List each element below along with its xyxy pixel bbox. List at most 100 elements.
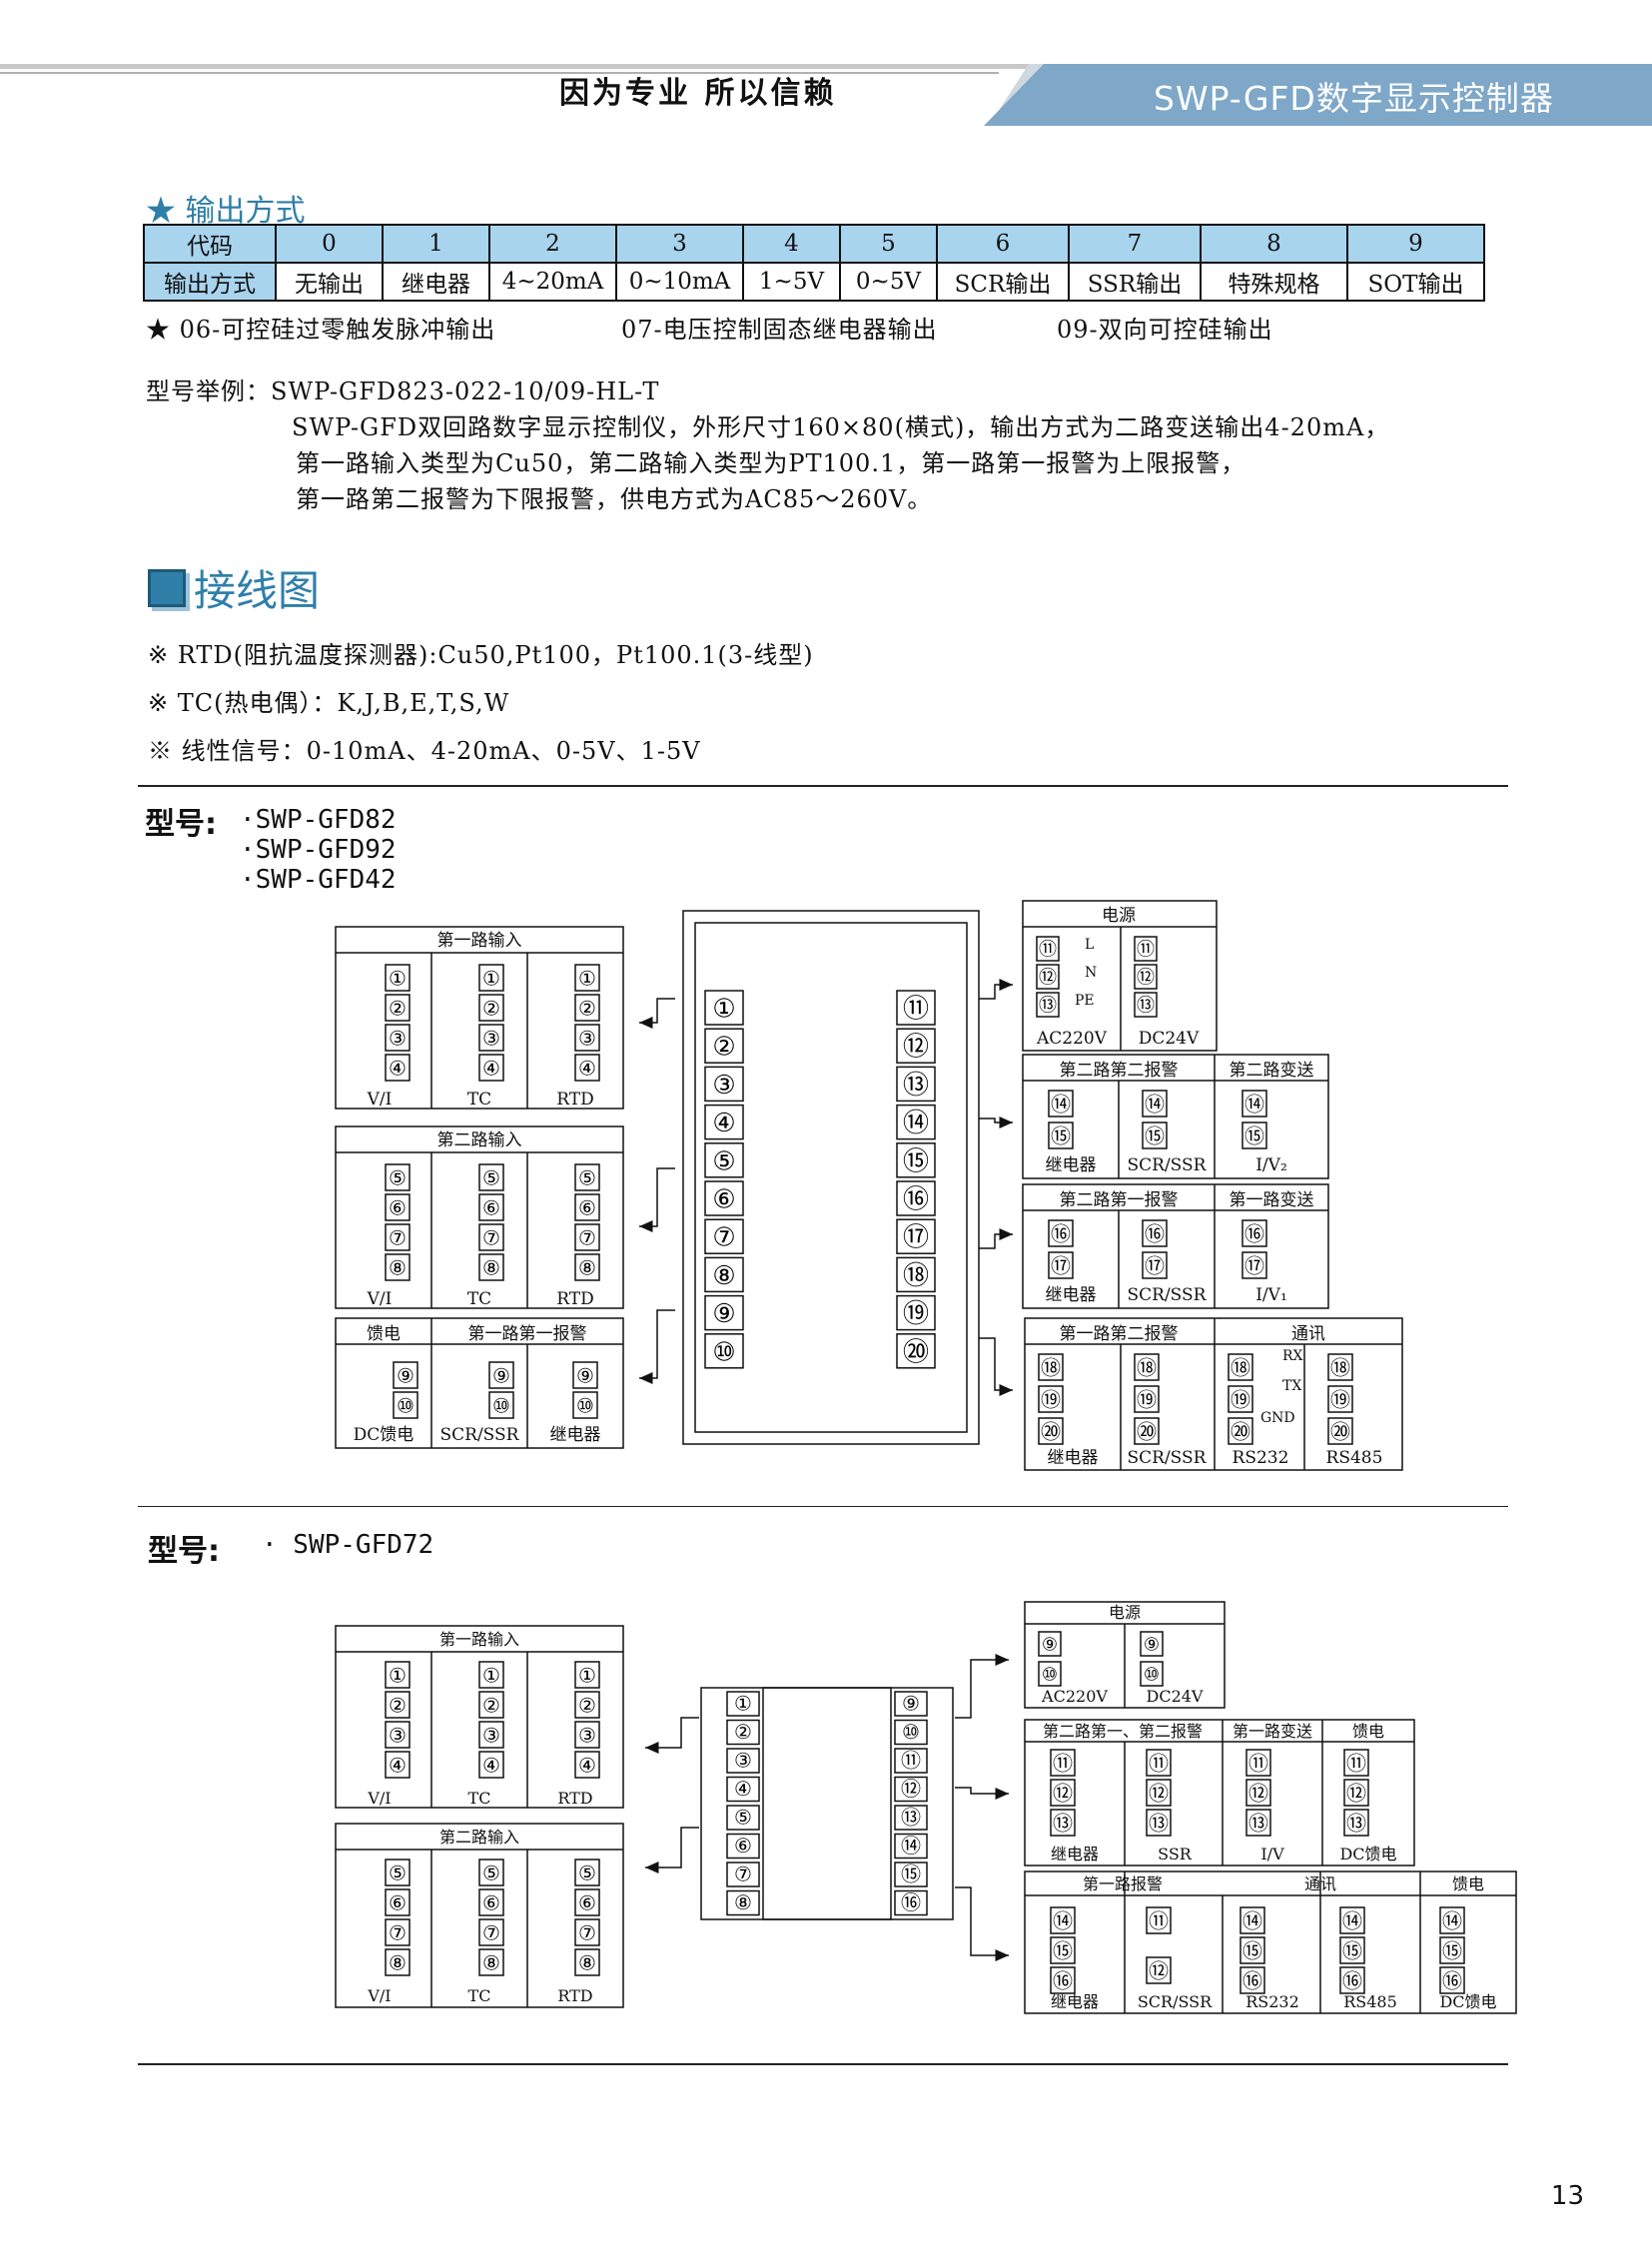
model2-label: 型号: — [148, 1534, 220, 1569]
table-cell: 0~5V — [839, 262, 938, 302]
terminal — [1134, 964, 1158, 990]
terminal-number: ⑨ — [576, 1363, 594, 1387]
terminal — [478, 1054, 504, 1082]
d2-ssr-label: SSR — [1158, 1845, 1193, 1864]
terminal-number: ⑧ — [578, 1255, 596, 1279]
terminal — [478, 1721, 504, 1749]
terminal-number: ⑮ — [1051, 1123, 1071, 1147]
terminal — [1439, 1936, 1465, 1964]
terminal — [704, 990, 744, 1026]
terminal — [1038, 1385, 1064, 1413]
d2-dc-label: DC24V — [1147, 1687, 1204, 1706]
terminal-number: ⑩ — [492, 1393, 510, 1417]
terminal — [726, 1833, 760, 1860]
terminal — [1339, 1906, 1365, 1934]
terminal — [1050, 1779, 1076, 1807]
output-table-row: 输出方式 无输出 继电器 4~20mA 0~10mA 1~5V 0~5V SCR… — [143, 262, 1485, 302]
wiring-linear-note: ※ 线性信号：0-10mA、4-20mA、0-5V、1-5V — [148, 737, 701, 765]
d2-vi-label: V/I — [367, 1789, 391, 1808]
terminal-number: ⑳ — [1231, 1419, 1250, 1443]
terminal-number: ⑩ — [712, 1337, 735, 1367]
terminal — [896, 1104, 936, 1140]
terminal — [896, 1028, 936, 1064]
terminal-number: ⑭ — [1145, 1092, 1165, 1116]
terminal — [478, 1024, 504, 1052]
terminal — [385, 1859, 411, 1886]
d1-rtd-label: RTD — [556, 1289, 593, 1309]
terminal — [1038, 1353, 1064, 1381]
terminal — [1327, 1417, 1353, 1445]
terminal — [1239, 1936, 1265, 1964]
terminal-number: ③ — [389, 1723, 407, 1747]
table-cell: 无输出 — [275, 262, 384, 302]
d1-tc-label: TC — [467, 1090, 491, 1110]
terminal — [1134, 1417, 1160, 1445]
d2-relay-label: 继电器 — [1051, 1845, 1099, 1864]
terminal — [1048, 1121, 1074, 1149]
terminal — [894, 1691, 928, 1717]
terminal-number: ⑪ — [903, 995, 929, 1025]
d2-rs485-label: RS485 — [1343, 1992, 1397, 2011]
terminal — [393, 1391, 418, 1419]
terminal — [385, 1691, 411, 1719]
terminal — [1239, 1906, 1265, 1934]
terminal-number: ⑭ — [1242, 1908, 1262, 1932]
terminal — [894, 1776, 928, 1803]
terminal — [385, 1193, 411, 1221]
terminal-number: ⑰ — [1244, 1253, 1264, 1277]
d2-vi-label: V/I — [367, 1986, 391, 2005]
terminal-number: ⑱ — [1041, 1355, 1061, 1379]
terminal — [385, 1054, 411, 1082]
terminal — [574, 1223, 600, 1251]
terminal-number: ① — [578, 966, 596, 990]
model1-item: ·SWP-GFD92 — [240, 835, 397, 865]
terminal-number: ⑮ — [1342, 1938, 1362, 1962]
terminal — [1228, 1353, 1253, 1381]
terminal — [478, 1888, 504, 1916]
table-cell: SSR输出 — [1068, 262, 1202, 302]
terminal-number: ⑩ — [397, 1393, 414, 1417]
terminal-number: ① — [389, 1663, 407, 1687]
terminal — [894, 1833, 928, 1860]
terminal — [1228, 1385, 1253, 1413]
terminal-number: ⑱ — [1330, 1355, 1350, 1379]
d2-relay-label: 继电器 — [1051, 1992, 1099, 2011]
terminal — [726, 1719, 760, 1746]
terminal-number: ⑤ — [712, 1146, 735, 1176]
terminal-number: ⑭ — [1051, 1092, 1071, 1116]
terminal-number: ⑭ — [903, 1109, 929, 1138]
terminal-number: ⑥ — [734, 1834, 752, 1858]
wiring-title: 接线图 — [194, 566, 321, 615]
d2-iv-label: I/V — [1260, 1845, 1284, 1864]
terminal-number: ⑨ — [1042, 1635, 1058, 1656]
terminal-number: ⑦ — [482, 1920, 500, 1944]
terminal-number: ⑧ — [482, 1255, 500, 1279]
terminal-number: ⑪ — [901, 1749, 921, 1773]
terminal-number: ⑬ — [903, 1071, 929, 1101]
terminal-number: ⑦ — [712, 1223, 735, 1253]
terminal — [1241, 1251, 1267, 1279]
d2-alarm1-title: 第一路报警 — [1083, 1874, 1163, 1893]
terminal — [385, 1223, 411, 1251]
terminal — [726, 1776, 760, 1803]
terminal — [478, 1859, 504, 1886]
terminal — [385, 964, 411, 992]
terminal — [896, 1294, 936, 1331]
d1-alarm12-title: 第一路第二报警 — [1060, 1324, 1179, 1344]
terminal — [726, 1748, 760, 1774]
terminal — [1245, 1749, 1271, 1777]
terminal-number: ③ — [482, 1723, 500, 1747]
d1-relay-label: 继电器 — [1048, 1448, 1099, 1468]
d1-feed-title: 馈电 — [367, 1324, 401, 1344]
terminal-number: ⑭ — [1053, 1908, 1073, 1932]
terminal-number: ⑧ — [578, 1950, 596, 1974]
d1-L-label: L — [1085, 937, 1094, 953]
terminal-number: ⑫ — [1039, 968, 1057, 989]
terminal — [704, 1333, 744, 1369]
terminal-number: ⑭ — [1342, 1908, 1362, 1932]
terminal — [1036, 992, 1060, 1018]
terminal — [385, 1948, 411, 1976]
terminal-number: ① — [482, 966, 500, 990]
terminal — [574, 1054, 600, 1082]
